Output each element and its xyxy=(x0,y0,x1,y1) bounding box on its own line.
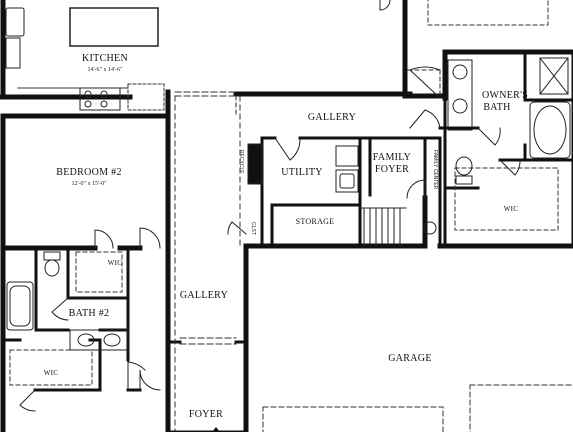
kitchen-dimensions: 14'-6" x 14'-6" xyxy=(87,67,123,73)
owners-bath-label-line2: BATH xyxy=(483,102,511,113)
family-foyer-label-line1: FAMILY xyxy=(372,152,412,163)
closet-label: CLST xyxy=(250,222,256,235)
fixtures xyxy=(5,7,571,351)
gallery-upper-label: GALLERY xyxy=(307,112,357,123)
garage-label: GARAGE xyxy=(388,353,432,364)
gallery-lower-label: GALLERY xyxy=(179,290,229,301)
bedroom-2-dimensions: 12'-0" x 15'-0" xyxy=(71,181,107,187)
foyer-label: FOYER xyxy=(188,409,224,420)
storage-label: STORAGE xyxy=(295,217,335,226)
owners-bath-label-line1: OWNER'S xyxy=(481,90,529,101)
wic-owner-label: WIC xyxy=(503,205,519,213)
dashed-openings xyxy=(9,0,573,432)
family-foyer-label-line2: FOYER xyxy=(374,164,410,175)
family-center-label: FAMILY CENTER xyxy=(432,150,438,190)
wic-bath-2-label: WIC xyxy=(43,369,59,377)
bath-2-label: BATH #2 xyxy=(68,308,110,319)
utility-label: UTILITY xyxy=(281,167,323,178)
kitchen-name: KITCHEN xyxy=(82,53,128,64)
kitchen-label: KITCHEN xyxy=(82,54,128,64)
bedroom-2-label: BEDROOM #2 xyxy=(56,167,122,178)
recycle-label: RECYCLE xyxy=(238,150,244,174)
wic-bedroom-2-label: WIC xyxy=(107,259,123,267)
entry-arrow-icon xyxy=(212,427,220,432)
door-swings xyxy=(19,0,521,412)
